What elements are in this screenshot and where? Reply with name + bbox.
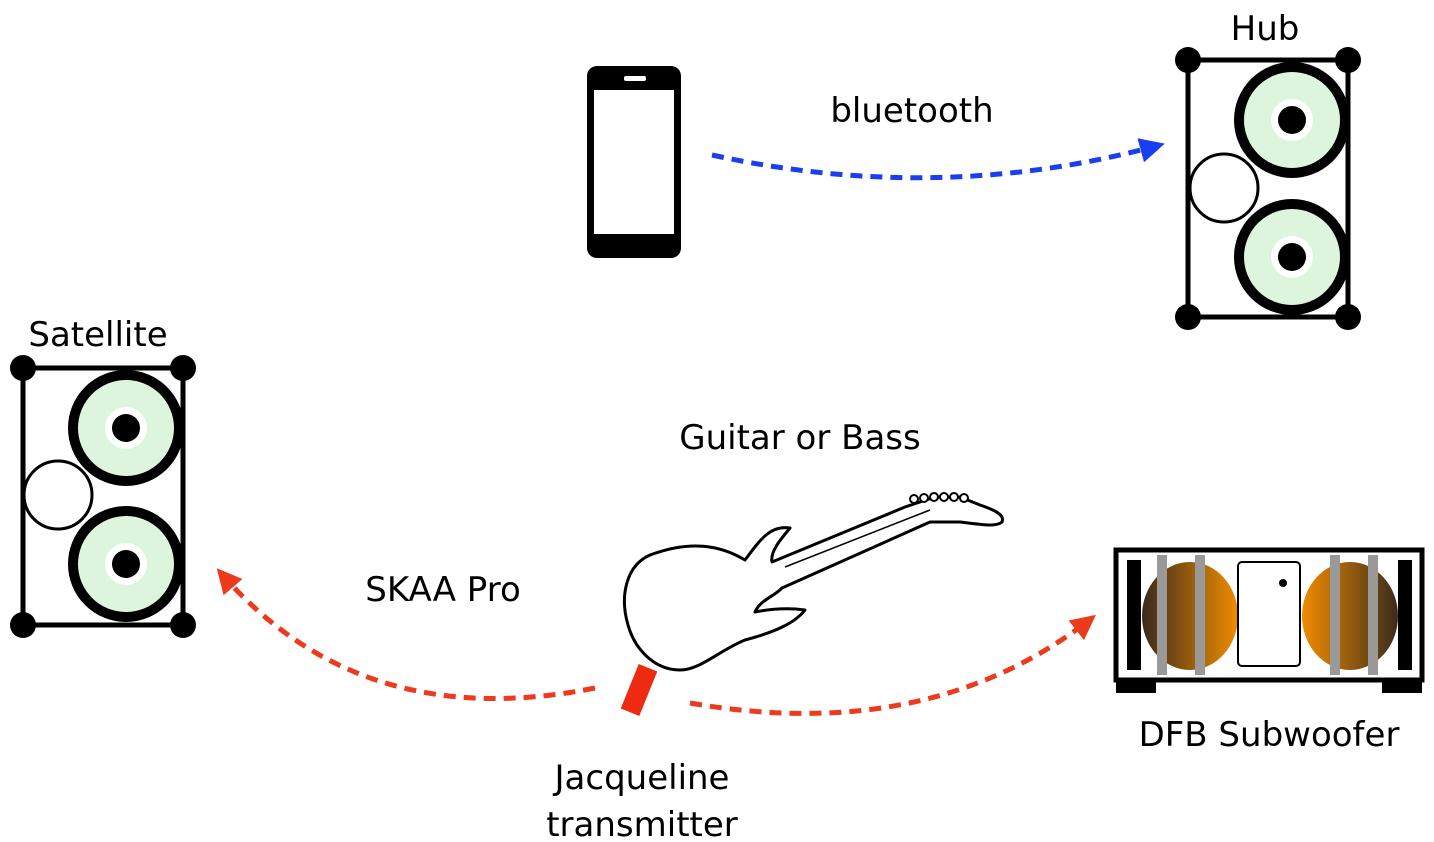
- transmitter-label-line1: Jacqueline: [553, 758, 730, 798]
- skaa-link-satellite: [216, 568, 596, 701]
- transmitter-icon: [620, 664, 658, 716]
- skaa-label: SKAA Pro: [365, 570, 521, 610]
- satellite-label: Satellite: [28, 315, 167, 355]
- hub-speaker-icon: [1175, 47, 1361, 330]
- bluetooth-link: [711, 138, 1165, 181]
- hub-label: Hub: [1231, 9, 1300, 49]
- guitar-icon: [623, 492, 1004, 672]
- satellite-speaker-icon: [10, 355, 196, 638]
- subwoofer-label: DFB Subwoofer: [1139, 715, 1400, 755]
- bluetooth-label: bluetooth: [830, 91, 993, 131]
- guitar-label: Guitar or Bass: [679, 418, 920, 458]
- subwoofer-icon: [1113, 547, 1425, 693]
- skaa-link-subwoofer: [689, 614, 1096, 716]
- phone-icon: [587, 66, 681, 258]
- transmitter-label-line2: transmitter: [546, 805, 738, 842]
